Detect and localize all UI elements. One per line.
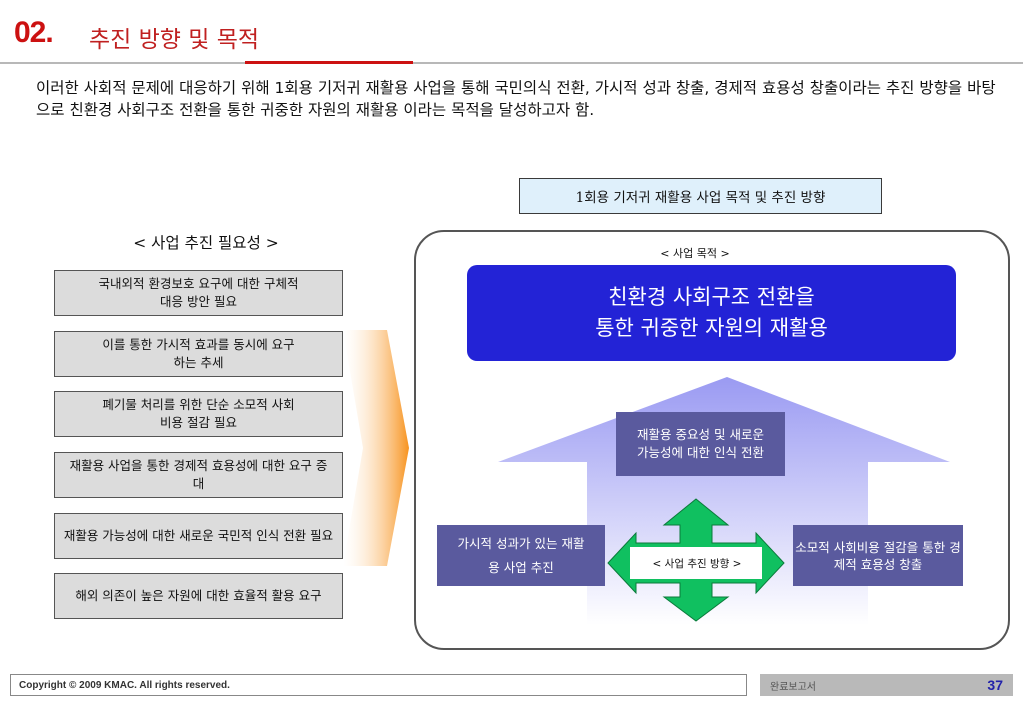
- header-divider: [0, 62, 1023, 64]
- connector-arrow-icon: [343, 330, 409, 566]
- header-accent-line: [245, 61, 413, 64]
- page-number: 37: [987, 677, 1003, 693]
- section-number: 02.: [14, 16, 54, 49]
- necessity-item: 국내외적 환경보호 요구에 대한 구체적 대응 방안 필요: [54, 270, 343, 316]
- intro-paragraph: 이러한 사회적 문제에 대응하기 위해 1회용 기저귀 재활용 사업을 통해 국…: [36, 79, 996, 119]
- goal-line-1: 친환경 사회구조 전환을: [608, 285, 815, 309]
- necessity-item: 해외 의존이 높은 자원에 대한 효율적 활용 요구: [54, 573, 343, 619]
- necessity-item: 재활용 사업을 통한 경제적 효용성에 대한 요구 증대: [54, 452, 343, 498]
- four-way-arrow-icon: [607, 498, 785, 622]
- diagram-caption: 1회용 기저귀 재활용 사업 목적 및 추진 방향: [519, 178, 882, 214]
- direction-visible-box: 가시적 성과가 있는 재활용 사업 추진: [437, 525, 605, 586]
- necessity-title: < 사업 추진 필요성 >: [133, 234, 279, 252]
- direction-economic-box: 소모적 사회비용 절감을 통한 경제적 효용성 창출: [793, 525, 963, 586]
- direction-label: < 사업 추진 방향 >: [652, 558, 742, 570]
- footer-copyright: Copyright © 2009 KMAC. All rights reserv…: [10, 674, 747, 696]
- goal-label: < 사업 목적 >: [660, 247, 730, 260]
- necessity-item: 폐기물 처리를 위한 단순 소모적 사회비용 절감 필요: [54, 391, 343, 437]
- page-title: 추진 방향 및 목적: [89, 27, 260, 53]
- goal-box: 친환경 사회구조 전환을 통한 귀중한 자원의 재활용: [467, 265, 956, 361]
- footer-doc-name: 완료보고서: [770, 681, 816, 693]
- footer-bar: 완료보고서 37: [760, 674, 1013, 696]
- direction-awareness-box: 재활용 중요성 및 새로운 가능성에 대한 인식 전환: [616, 412, 785, 476]
- goal-line-2: 통한 귀중한 자원의 재활용: [595, 316, 828, 340]
- necessity-item: 재활용 가능성에 대한 새로운 국민적 인식 전환 필요: [54, 513, 343, 559]
- necessity-item: 이를 통한 가시적 효과를 동시에 요구하는 추세: [54, 331, 343, 377]
